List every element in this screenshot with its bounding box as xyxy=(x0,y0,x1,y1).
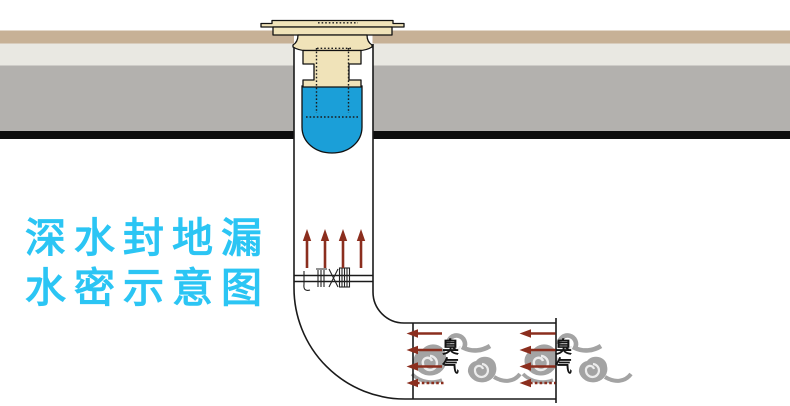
left-arrow xyxy=(519,329,556,338)
drain-pipe xyxy=(293,44,557,403)
coupling-seal-symbol xyxy=(303,267,351,291)
pipe-inner-wall xyxy=(372,44,556,324)
foul-gas-label-2: 臭气 xyxy=(555,338,572,376)
floor-drain-assembly xyxy=(260,19,405,154)
foul-gas-smoke-1 xyxy=(412,336,520,383)
floor-layer-concrete xyxy=(0,65,790,131)
left-arrow xyxy=(406,362,442,371)
left-arrow-dotted xyxy=(406,378,444,388)
gas-flow-arrows-left-group xyxy=(406,329,444,388)
up-arrow xyxy=(338,229,348,268)
foul-gas-label-1: 臭气 xyxy=(442,338,459,376)
upward-flow-arrows xyxy=(302,229,366,268)
water-seal xyxy=(301,85,363,154)
up-arrow xyxy=(320,229,330,268)
left-arrow xyxy=(406,345,442,355)
pipe-outer-wall xyxy=(293,44,556,400)
foul-gas-smoke-2 xyxy=(523,336,631,383)
drain-top-grate-plate xyxy=(260,19,405,28)
gas-flow-arrows-right-group xyxy=(519,329,556,388)
drain-core-insert xyxy=(302,49,362,88)
left-arrow xyxy=(519,362,556,371)
drain-body xyxy=(260,19,405,88)
drain-hidden-tube-dotted xyxy=(306,22,358,118)
diagram-title: 深水封地漏 水密示意图 xyxy=(25,215,270,311)
floor-layer-slab xyxy=(0,131,790,139)
floor-layer-screed xyxy=(0,43,790,66)
floor-layers xyxy=(0,30,790,139)
diagram-title-line1: 深水封地漏 xyxy=(25,215,270,261)
left-arrow xyxy=(406,329,442,338)
left-arrow-dotted xyxy=(519,378,556,388)
up-arrow xyxy=(356,229,366,268)
left-arrow xyxy=(519,345,556,355)
drain-flange-plate xyxy=(272,26,393,36)
diagram-title-line2: 水密示意图 xyxy=(25,265,270,311)
up-arrow xyxy=(302,229,312,268)
floor-layer-tile xyxy=(0,30,790,44)
